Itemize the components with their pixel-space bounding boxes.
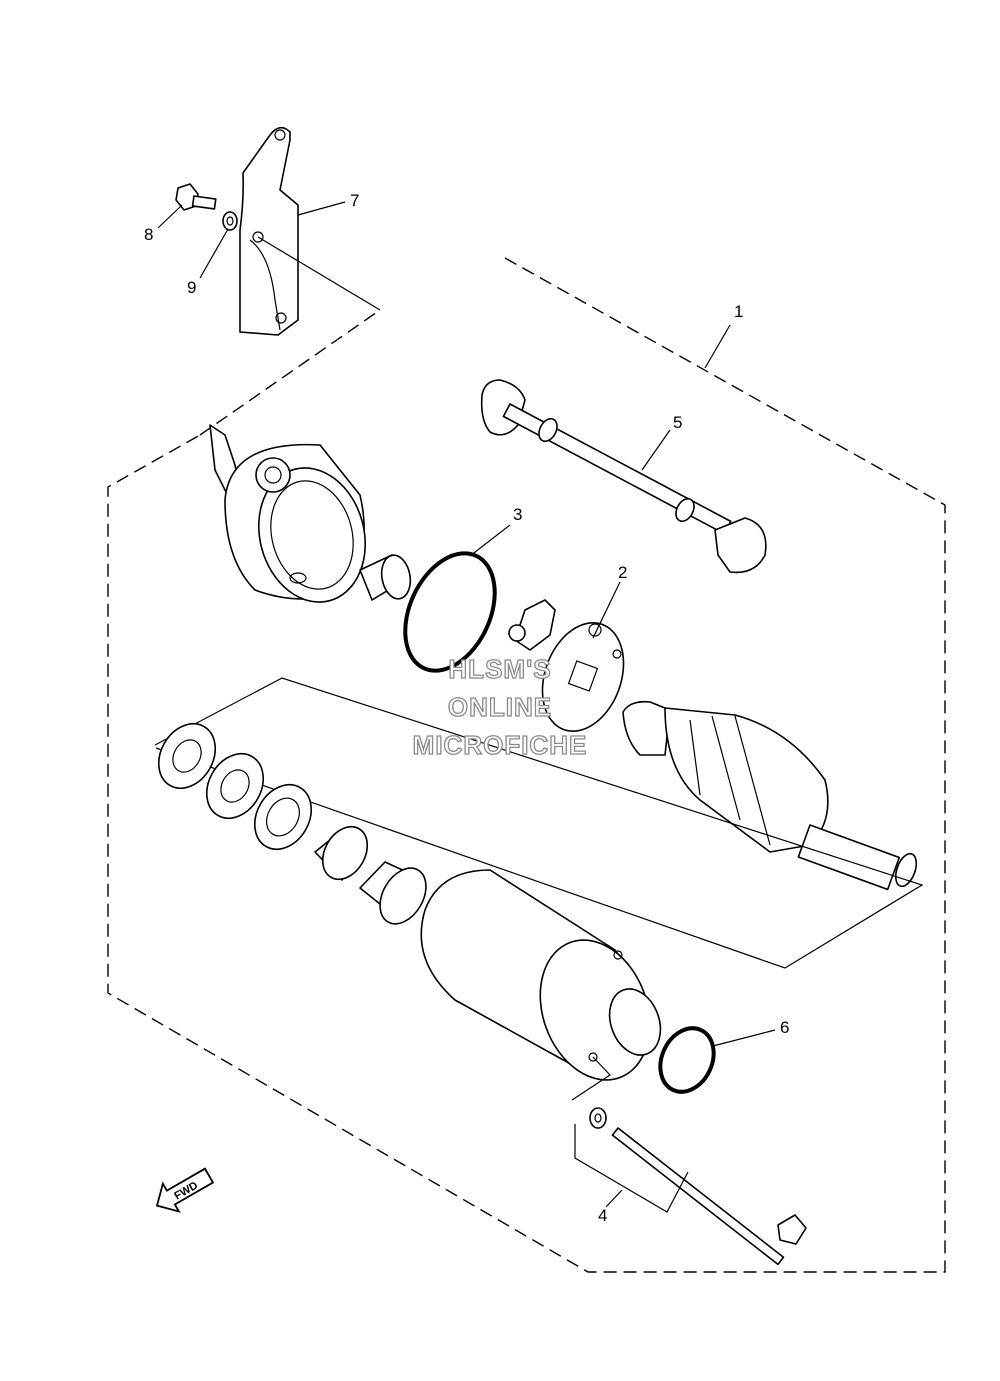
callout-6: 6 bbox=[780, 1018, 789, 1037]
yoke-part bbox=[420, 869, 662, 1101]
callout-9: 9 bbox=[187, 278, 196, 297]
bushing-part bbox=[359, 554, 412, 601]
brush-holder-part bbox=[508, 599, 625, 733]
callout-7: 7 bbox=[350, 191, 359, 210]
leader-lines bbox=[157, 201, 776, 1208]
fwd-arrow-icon: FWD bbox=[155, 1167, 215, 1213]
watermark-line3: MICROFICHE bbox=[413, 730, 588, 760]
callout-1: 1 bbox=[734, 302, 743, 321]
bolt-part bbox=[175, 183, 217, 211]
callout-2: 2 bbox=[618, 563, 627, 582]
callout-4: 4 bbox=[598, 1206, 607, 1225]
callout-3: 3 bbox=[513, 505, 522, 524]
watermark: HLSM'S ONLINE MICROFICHE bbox=[412, 653, 588, 760]
washer-stack bbox=[157, 723, 427, 925]
bracket-part bbox=[239, 126, 381, 336]
watermark-line1: HLSM'S bbox=[448, 654, 551, 684]
armature-part bbox=[622, 700, 918, 891]
o-ring-small-part bbox=[658, 1026, 716, 1094]
callout-5: 5 bbox=[673, 413, 682, 432]
o-ring-part bbox=[403, 551, 497, 673]
front-cover-part bbox=[209, 424, 367, 603]
callout-labels: 1 2 3 4 5 6 7 8 9 bbox=[144, 191, 789, 1225]
screw-set-part bbox=[574, 1107, 807, 1266]
watermark-line2: ONLINE bbox=[448, 692, 552, 722]
washer-part bbox=[222, 211, 238, 231]
fwd-label: FWD bbox=[172, 1180, 200, 1203]
callout-8: 8 bbox=[144, 225, 153, 244]
assembly-boundary bbox=[107, 257, 946, 1273]
through-shaft-part bbox=[480, 379, 767, 574]
